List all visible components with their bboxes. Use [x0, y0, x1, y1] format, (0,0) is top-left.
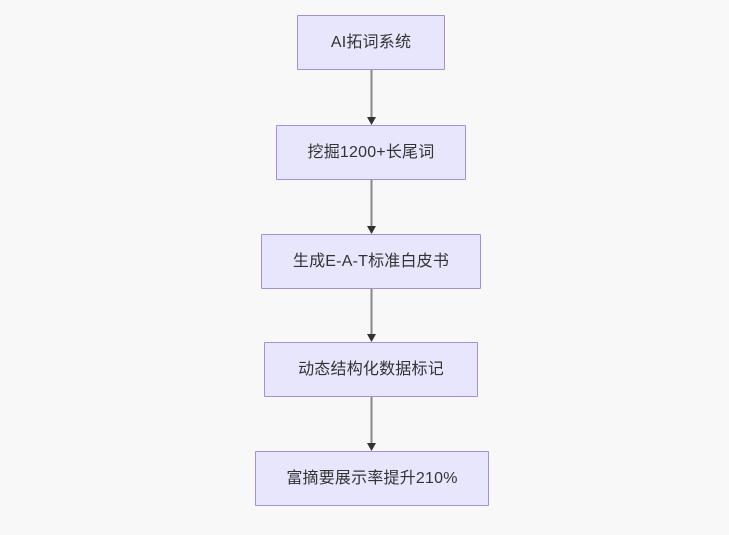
arrowhead-icon: [366, 443, 376, 451]
arrowhead-icon: [366, 226, 376, 234]
flow-connector-2: [366, 180, 376, 234]
arrowhead-icon: [366, 117, 376, 125]
flow-node-label: 富摘要展示率提升210%: [286, 469, 458, 487]
flow-node-label: 生成E-A-T标准白皮书: [292, 252, 450, 270]
flow-node-5[interactable]: 富摘要展示率提升210%: [255, 451, 489, 506]
flow-node-4[interactable]: 动态结构化数据标记: [264, 342, 478, 397]
flow-connector-1: [366, 70, 376, 125]
flow-node-3[interactable]: 生成E-A-T标准白皮书: [261, 234, 481, 289]
flow-node-1[interactable]: AI拓词系统: [297, 15, 445, 70]
flow-connector-4: [366, 397, 376, 451]
arrowhead-icon: [366, 334, 376, 342]
flow-connector-3: [366, 289, 376, 342]
flow-node-2[interactable]: 挖掘1200+长尾词: [276, 125, 466, 180]
flow-node-label: 动态结构化数据标记: [298, 360, 444, 378]
flow-node-label: 挖掘1200+长尾词: [307, 143, 435, 161]
flow-node-label: AI拓词系统: [330, 33, 412, 51]
